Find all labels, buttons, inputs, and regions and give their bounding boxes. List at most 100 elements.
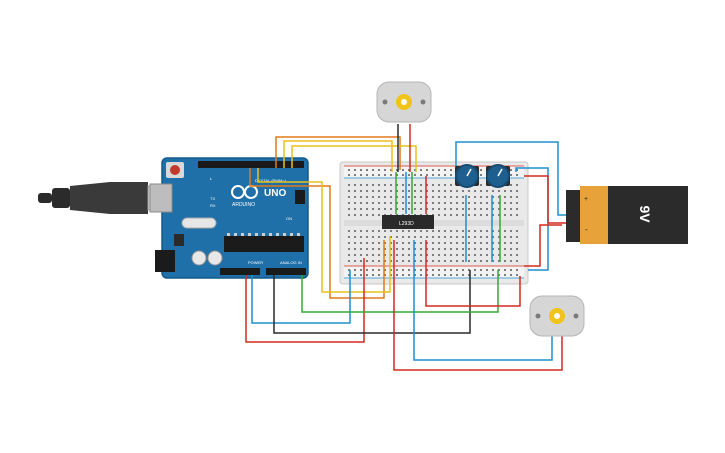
breadboard-hole xyxy=(390,269,392,271)
breadboard-hole xyxy=(348,202,350,204)
breadboard-hole xyxy=(366,274,368,276)
breadboard-hole xyxy=(354,190,356,192)
breadboard-hole xyxy=(450,260,452,262)
breadboard-hole xyxy=(390,242,392,244)
breadboard-hole xyxy=(492,248,494,250)
breadboard-hole xyxy=(438,202,440,204)
breadboard-hole xyxy=(456,196,458,198)
breadboard-hole xyxy=(456,242,458,244)
arduino-board[interactable]: UNO ARDUINO DIGITAL (PWM~) POWER ANALOG … xyxy=(149,157,309,279)
breadboard-hole xyxy=(402,169,404,171)
breadboard-hole xyxy=(396,190,398,192)
breadboard-hole xyxy=(456,269,458,271)
breadboard-hole xyxy=(348,254,350,256)
breadboard-hole xyxy=(354,236,356,238)
breadboard-hole xyxy=(516,214,518,216)
breadboard-hole xyxy=(378,190,380,192)
battery-9v[interactable]: + - 9V xyxy=(566,186,688,244)
breadboard-hole xyxy=(438,214,440,216)
breadboard-hole xyxy=(510,214,512,216)
breadboard-hole xyxy=(420,274,422,276)
chip-pins xyxy=(227,233,300,236)
breadboard-hole xyxy=(366,190,368,192)
breadboard-hole xyxy=(366,184,368,186)
breadboard-hole xyxy=(498,236,500,238)
breadboard-hole xyxy=(384,196,386,198)
breadboard-hole xyxy=(450,230,452,232)
breadboard-hole xyxy=(378,269,380,271)
breadboard-hole xyxy=(426,274,428,276)
breadboard-hole xyxy=(372,269,374,271)
breadboard-hole xyxy=(492,274,494,276)
breadboard-hole xyxy=(516,260,518,262)
breadboard-hole xyxy=(396,274,398,276)
breadboard-hole xyxy=(498,254,500,256)
breadboard-hole xyxy=(480,260,482,262)
breadboard-hole xyxy=(474,254,476,256)
breadboard-hole xyxy=(402,190,404,192)
breadboard-hole xyxy=(510,196,512,198)
breadboard-hole xyxy=(486,269,488,271)
breadboard-hole xyxy=(510,248,512,250)
breadboard-hole xyxy=(444,230,446,232)
breadboard-hole xyxy=(432,184,434,186)
breadboard-hole xyxy=(360,190,362,192)
breadboard-hole xyxy=(378,236,380,238)
breadboard-hole xyxy=(504,214,506,216)
breadboard-hole xyxy=(432,190,434,192)
breadboard-hole xyxy=(414,260,416,262)
breadboard-hole xyxy=(462,248,464,250)
breadboard-hole xyxy=(354,274,356,276)
breadboard-hole xyxy=(402,254,404,256)
l293d-chip[interactable]: L293D xyxy=(382,215,434,229)
breadboard-hole xyxy=(450,214,452,216)
breadboard-hole xyxy=(372,190,374,192)
breadboard-hole xyxy=(372,242,374,244)
breadboard-hole xyxy=(462,242,464,244)
breadboard-hole xyxy=(402,260,404,262)
breadboard-hole xyxy=(498,274,500,276)
breadboard-hole xyxy=(432,269,434,271)
breadboard-hole xyxy=(462,196,464,198)
breadboard-hole xyxy=(420,208,422,210)
breadboard-hole xyxy=(348,190,350,192)
breadboard-hole xyxy=(384,254,386,256)
breadboard-hole xyxy=(474,214,476,216)
breadboard-hole xyxy=(384,269,386,271)
reset-button[interactable] xyxy=(170,165,180,175)
breadboard-hole xyxy=(510,274,512,276)
breadboard-hole xyxy=(444,254,446,256)
breadboard-hole xyxy=(390,254,392,256)
breadboard-hole xyxy=(462,190,464,192)
breadboard-hole xyxy=(510,208,512,210)
potentiometer-1[interactable] xyxy=(455,164,479,188)
breadboard-hole xyxy=(468,274,470,276)
breadboard-hole xyxy=(366,169,368,171)
breadboard-hole xyxy=(516,230,518,232)
breadboard-hole xyxy=(354,248,356,250)
breadboard-hole xyxy=(348,248,350,250)
breadboard-hole xyxy=(408,260,410,262)
breadboard-hole xyxy=(432,169,434,171)
potentiometer-2[interactable] xyxy=(486,164,510,188)
breadboard-hole xyxy=(492,230,494,232)
breadboard-hole xyxy=(408,254,410,256)
breadboard-hole xyxy=(444,169,446,171)
breadboard-hole xyxy=(498,208,500,210)
breadboard-hole xyxy=(516,242,518,244)
breadboard-hole xyxy=(360,242,362,244)
breadboard-hole xyxy=(468,214,470,216)
breadboard-hole xyxy=(366,236,368,238)
breadboard-hole xyxy=(432,174,434,176)
digital-label: DIGITAL (PWM~) xyxy=(255,178,287,183)
breadboard-hole xyxy=(378,214,380,216)
breadboard-hole xyxy=(402,242,404,244)
dc-motor-top[interactable] xyxy=(376,81,432,123)
breadboard-hole xyxy=(366,260,368,262)
breadboard-hole xyxy=(450,169,452,171)
breadboard-hole xyxy=(438,184,440,186)
breadboard-hole xyxy=(456,274,458,276)
dc-motor-bottom[interactable] xyxy=(529,295,585,337)
breadboard-hole xyxy=(360,230,362,232)
breadboard-hole xyxy=(378,184,380,186)
